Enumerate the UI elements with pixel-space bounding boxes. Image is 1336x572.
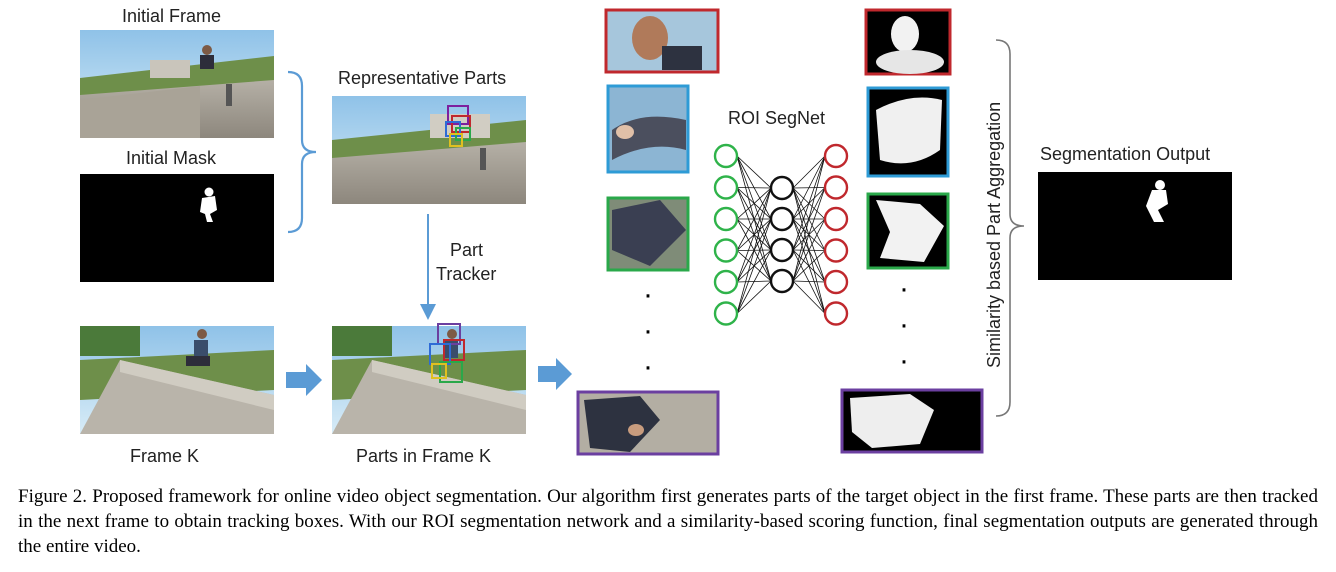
hidden-node [769, 237, 795, 263]
network-edge [736, 187, 772, 189]
roi-crop-purple [576, 390, 720, 456]
mask-output-purple [840, 388, 984, 454]
initial-mask-image [80, 174, 274, 282]
network-edge [792, 187, 826, 282]
hidden-node [769, 175, 795, 201]
figure-caption: Figure 2. Proposed framework for online … [18, 486, 1318, 557]
network-edge [736, 218, 772, 314]
roi-crop-green [606, 196, 690, 272]
mask-output-red [864, 8, 952, 76]
framework-diagram: · · · · · · Similarity based Part [80, 8, 1232, 456]
input-node [713, 269, 739, 295]
forward-arrow-1 [286, 364, 322, 396]
output-node [823, 301, 849, 326]
network-edge [736, 249, 772, 314]
crop-ellipsis-1: · [643, 278, 653, 311]
mask-ellipsis-2: · [899, 308, 909, 341]
network-edge [792, 155, 826, 251]
input-node [713, 301, 739, 326]
initial-frame-label: Initial Frame [122, 6, 222, 26]
initial-mask-label: Initial Mask [126, 148, 217, 168]
roi-crop-red [604, 8, 720, 74]
initial-frame-image [80, 30, 274, 138]
part-tracker-label-line1: Part [450, 240, 484, 260]
mask-ellipsis-3: · [899, 344, 909, 377]
roi-crop-blue [606, 84, 690, 174]
crop-ellipsis-2: · [643, 314, 653, 347]
hidden-node [769, 268, 795, 294]
mask-ellipsis-1: · [899, 272, 909, 305]
representative-parts-image [332, 96, 526, 204]
network-edge [792, 250, 826, 282]
output-node [823, 238, 849, 263]
network-edge [792, 155, 826, 189]
output-node [823, 206, 849, 232]
representative-parts-label: Representative Parts [338, 68, 507, 88]
roi-segnet-label: ROI SegNet [728, 108, 826, 128]
input-bracket [287, 70, 317, 234]
network-edge [792, 155, 826, 220]
input-node [713, 206, 739, 232]
crop-ellipsis-3: · [643, 350, 653, 383]
forward-arrow-2 [538, 358, 572, 390]
mask-output-blue [866, 86, 950, 178]
segmentation-output-image [1038, 172, 1232, 280]
hidden-node [769, 206, 795, 232]
frame-k-image [80, 326, 274, 434]
network-edge [736, 155, 772, 189]
output-node [823, 175, 849, 200]
network-edge [736, 187, 772, 251]
input-node [713, 143, 739, 169]
aggregation-bracket [995, 39, 1025, 417]
network-edge [736, 187, 772, 220]
network-edge [792, 218, 826, 282]
network-edge [792, 155, 826, 282]
network-edge [736, 187, 772, 314]
mask-output-green [866, 192, 950, 270]
output-node [823, 269, 849, 295]
network-edge [736, 187, 772, 283]
input-node [713, 238, 739, 263]
part-tracker-label-line2: Tracker [436, 264, 497, 284]
output-node [823, 143, 849, 169]
segmentation-output-label: Segmentation Output [1040, 144, 1211, 164]
parts-in-frame-k-image [332, 323, 526, 434]
roi-segnet-network [713, 143, 849, 326]
frame-k-label: Frame K [130, 446, 200, 466]
network-edge [792, 280, 826, 314]
network-edge [736, 280, 772, 314]
parts-in-frame-k-label: Parts in Frame K [356, 446, 492, 466]
similarity-aggregation-label: Similarity based Part Aggregation [984, 102, 1004, 368]
input-node [713, 175, 739, 200]
network-edge [792, 280, 826, 283]
